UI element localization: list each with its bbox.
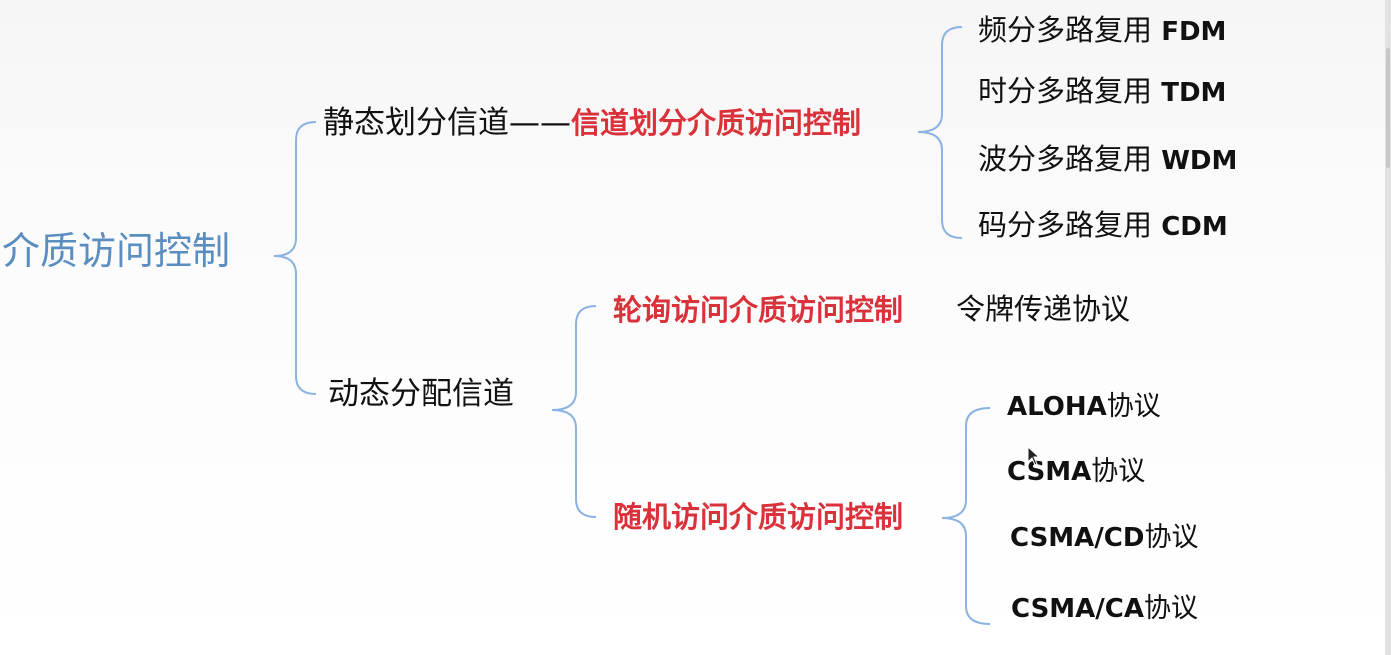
csma-ca-en: CSMA/CA	[1011, 594, 1144, 624]
random-brace	[941, 407, 991, 625]
mouse-cursor-icon	[1027, 446, 1041, 466]
aloha-protocol: ALOHA协议	[1007, 393, 1161, 420]
wdm-en: WDM	[1161, 146, 1238, 176]
static-brace	[917, 26, 963, 239]
dynamic-channel-label: 动态分配信道	[328, 376, 514, 412]
csma-protocol: CSMA协议	[1007, 458, 1145, 485]
aloha-en: ALOHA	[1007, 392, 1107, 422]
tdm-item: 时分多路复用 TDM	[978, 74, 1227, 108]
csma-ca-zh: 协议	[1143, 593, 1198, 624]
csma-cd-zh: 协议	[1144, 522, 1199, 553]
random-access-mac: 随机访问介质访问控制	[613, 500, 904, 534]
csma-ca-protocol: CSMA/CA协议	[1011, 595, 1198, 622]
fdm-en: FDM	[1161, 17, 1227, 47]
scrollbar-thumb[interactable]	[1386, 48, 1390, 168]
tdm-en: TDM	[1161, 78, 1227, 108]
scrollbar[interactable]	[1385, 0, 1391, 655]
csma-en: CSMA	[1007, 457, 1092, 487]
wdm-item: 波分多路复用 WDM	[978, 142, 1238, 176]
dynamic-brace	[551, 305, 597, 518]
aloha-zh: 协议	[1106, 391, 1161, 422]
csma-cd-protocol: CSMA/CD协议	[1010, 524, 1198, 551]
csma-cd-en: CSMA/CD	[1010, 523, 1145, 553]
token-passing-protocol: 令牌传递协议	[956, 292, 1131, 326]
fdm-item: 频分多路复用 FDM	[978, 13, 1227, 47]
tdm-zh: 时分多路复用	[978, 74, 1162, 108]
static-dash: ——	[509, 105, 571, 141]
cdm-item: 码分多路复用 CDM	[978, 208, 1228, 242]
polling-mac: 轮询访问介质访问控制	[613, 293, 904, 327]
static-channel-node: 静态划分信道——信道划分介质访问控制	[323, 108, 861, 139]
channel-partition-mac: 信道划分介质访问控制	[571, 106, 862, 140]
static-channel-label: 静态划分信道	[323, 105, 509, 141]
root-brace	[273, 121, 317, 395]
root-title: 介质访问控制	[2, 229, 231, 273]
csma-zh: 协议	[1091, 456, 1146, 487]
cdm-zh: 码分多路复用	[978, 208, 1162, 242]
fdm-zh: 频分多路复用	[978, 13, 1162, 47]
wdm-zh: 波分多路复用	[978, 142, 1162, 176]
cdm-en: CDM	[1161, 212, 1228, 242]
